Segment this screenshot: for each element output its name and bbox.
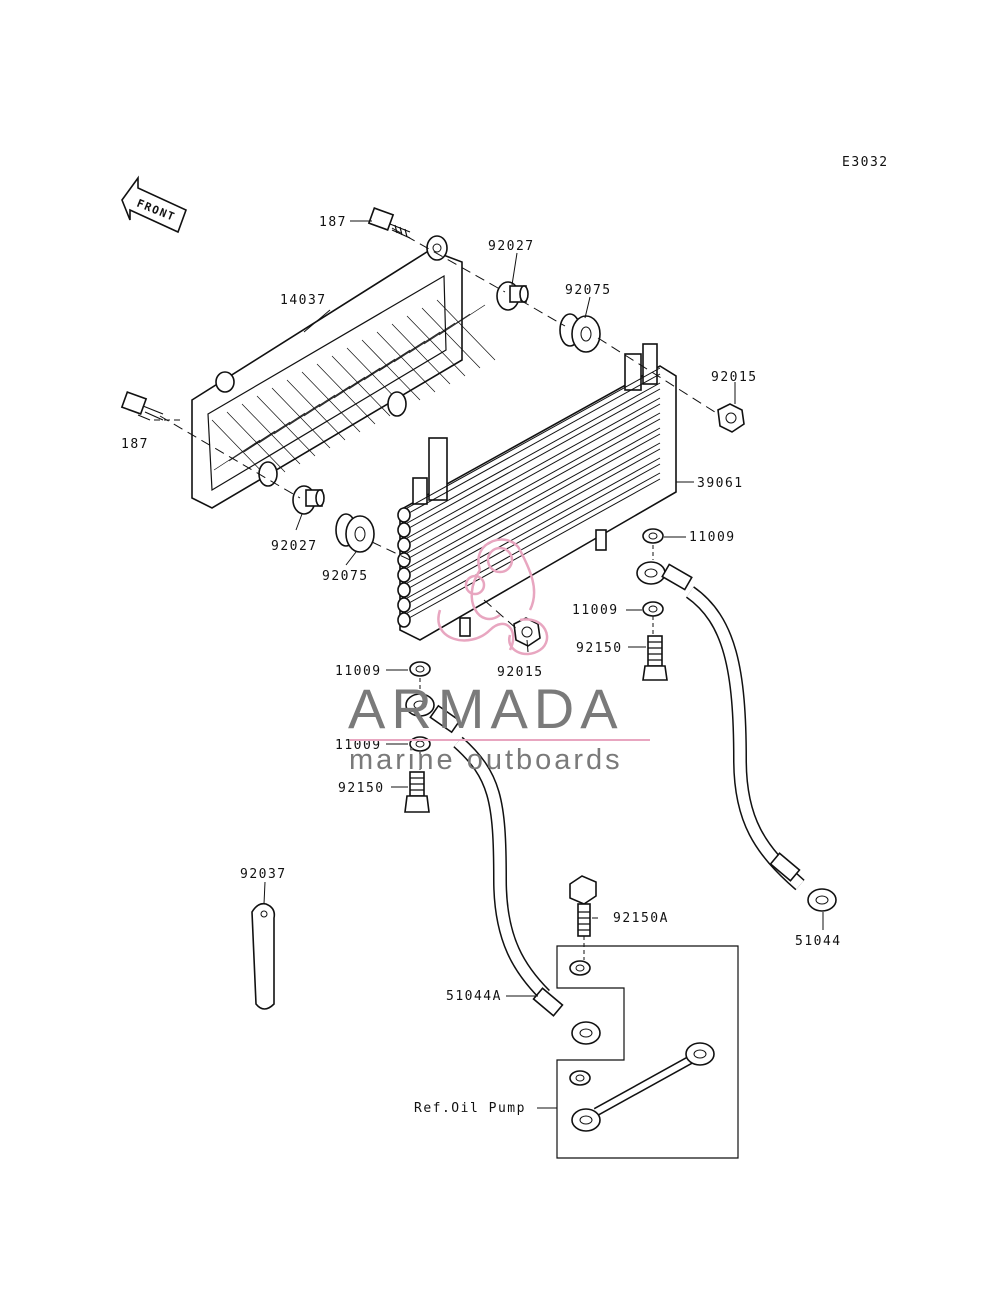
washer-11009-left-1	[409, 661, 431, 677]
cooler-fin	[399, 397, 661, 549]
cooler-fin	[399, 382, 661, 534]
label-92075-bottom: 92075	[322, 569, 369, 584]
oil-cooler-39061	[397, 343, 677, 641]
banjo-bolt-92150-left	[404, 771, 430, 813]
grommet-92075-top	[559, 313, 601, 353]
label-ref-oil-pump: Ref.Oil Pump	[414, 1101, 526, 1116]
oil-hose-51044A	[405, 693, 601, 1045]
banjo-bolt-92150A	[569, 875, 597, 937]
mesh-line	[331, 355, 391, 417]
mesh-line	[363, 349, 411, 381]
label-92015-top: 92015	[711, 370, 758, 385]
mesh-line	[348, 358, 396, 390]
mesh-line	[228, 430, 276, 462]
mesh-line	[271, 387, 331, 449]
label-187-left: 187	[121, 437, 149, 452]
mesh-line	[316, 363, 376, 425]
label-51044: 51044	[795, 934, 842, 949]
label-11009-right-2: 11009	[572, 603, 619, 618]
mesh-line	[438, 304, 486, 336]
mesh-line	[436, 299, 496, 361]
nut-92015-top	[717, 403, 745, 433]
oil-hose-51044	[636, 561, 837, 912]
mesh-line	[423, 313, 471, 345]
watermark-logo-icon	[437, 538, 549, 656]
label-92027-bottom: 92027	[271, 539, 318, 554]
collar-92027-top	[496, 281, 529, 311]
label-187-top: 187	[319, 215, 347, 230]
cooler-fin	[399, 367, 661, 519]
label-92027-top: 92027	[488, 239, 535, 254]
mesh-line	[406, 315, 466, 377]
label-92075-top: 92075	[565, 283, 612, 298]
cooler-fin	[399, 412, 661, 564]
banjo-bolt-92150-right	[642, 635, 668, 681]
label-92150A: 92150A	[613, 911, 669, 926]
cooler-fin	[399, 457, 661, 609]
cooler-tube-end	[397, 552, 411, 568]
label-92150-left: 92150	[338, 781, 385, 796]
washer-11009-right-1	[642, 528, 664, 544]
cooler-tube-end	[397, 522, 411, 538]
cooler-tube-end	[397, 537, 411, 553]
mesh-line	[421, 307, 481, 369]
front-arrow-icon: FRONT	[121, 175, 188, 234]
mesh-line	[378, 340, 426, 372]
mesh-line	[226, 411, 286, 473]
cooler-tube-end	[397, 567, 411, 583]
grommet-92075-bottom	[335, 513, 375, 553]
watermark-tagline: marine outboards	[349, 744, 623, 776]
mesh-line	[408, 322, 456, 354]
mesh-line	[333, 367, 381, 399]
label-92015-bottom: 92015	[497, 665, 544, 680]
cooler-fin	[399, 472, 661, 624]
mesh-line	[361, 339, 421, 401]
label-92037: 92037	[240, 867, 287, 882]
cooler-tube-end	[397, 612, 411, 628]
bolt-187-top	[367, 207, 411, 239]
mesh-line	[391, 323, 451, 385]
cooler-fin	[399, 442, 661, 594]
cooler-tube-end	[397, 597, 411, 613]
mesh-line	[213, 439, 261, 471]
mesh-line	[243, 421, 291, 453]
label-92150-right: 92150	[576, 641, 623, 656]
washer-11009-right-2	[642, 601, 664, 617]
nut-92015-bottom	[513, 617, 541, 647]
collar-92027-bottom	[292, 485, 325, 515]
label-11009-left-2: 11009	[335, 738, 382, 753]
label-14037: 14037	[280, 293, 327, 308]
label-11009-right-1: 11009	[689, 530, 736, 545]
label-11009-left-1: 11009	[335, 664, 382, 679]
mesh-line	[286, 379, 346, 441]
cooler-fin	[399, 427, 661, 579]
mesh-line	[376, 331, 436, 393]
label-51044A: 51044A	[446, 989, 502, 1004]
mesh-line	[303, 385, 351, 417]
diagram-code: E3032	[842, 155, 889, 170]
bolt-187-left	[120, 391, 164, 421]
watermark-brand: ARMADA	[348, 677, 624, 740]
mesh-line	[273, 403, 321, 435]
strap-92037	[251, 902, 276, 1010]
cooler-guard-14037	[191, 235, 496, 509]
cooler-tube-end	[397, 582, 411, 598]
leader-lines	[137, 220, 824, 1109]
mesh-line	[301, 371, 361, 433]
mesh-line	[393, 331, 441, 363]
ref-oil-pump-box	[556, 945, 739, 1159]
watermark: ARMADA marine outboards	[348, 538, 650, 776]
mesh-line	[258, 412, 306, 444]
cooler-tube-end	[397, 507, 411, 523]
label-39061: 39061	[697, 476, 744, 491]
mesh-line	[288, 394, 336, 426]
